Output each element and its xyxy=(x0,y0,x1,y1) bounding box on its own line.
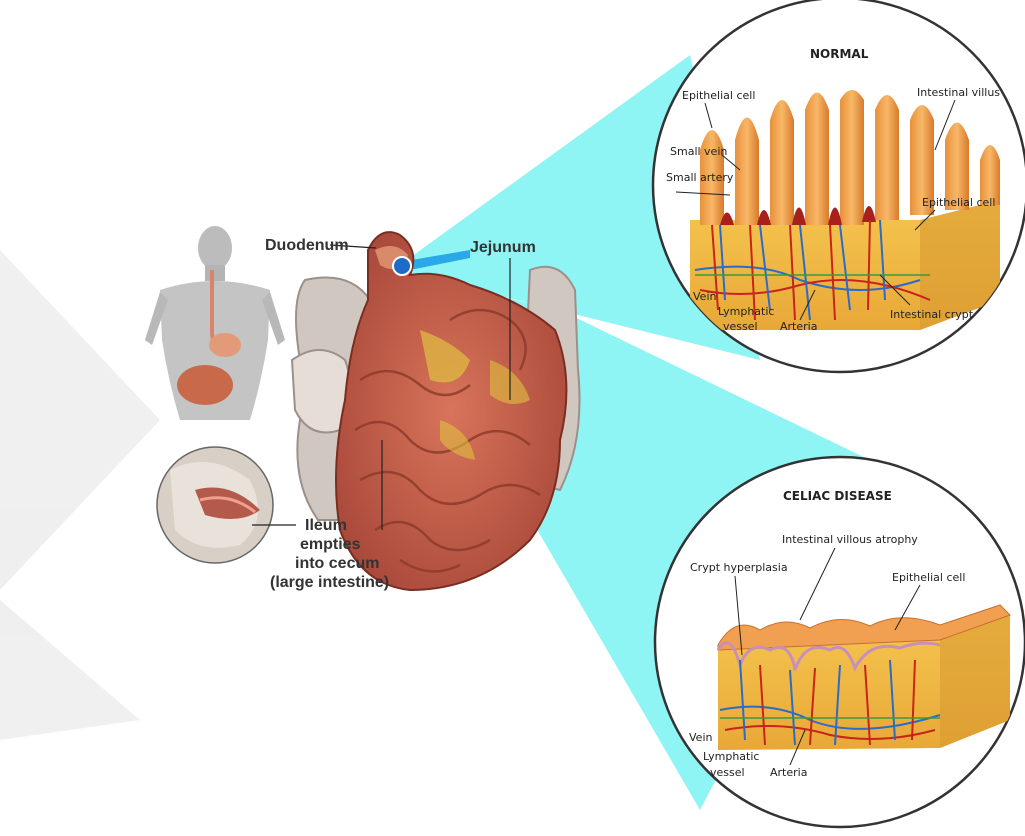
normal-small-vein-label: Small vein xyxy=(670,145,727,158)
normal-crypt-label: Intestinal crypt xyxy=(890,308,974,321)
normal-villus-label: Intestinal villus xyxy=(917,86,1000,99)
celiac-vein-label: Vein xyxy=(689,731,712,744)
normal-epithelial-top-label: Epithelial cell xyxy=(682,89,755,102)
ileum-label-1: Ileum xyxy=(305,517,347,534)
ileum-label-4: (large intestine) xyxy=(270,574,389,591)
normal-villi-panel: NORMAL Epithelial cell Intestinal villus… xyxy=(653,0,1025,372)
celiac-lymphatic-label-1: Lymphatic xyxy=(703,750,759,763)
normal-lymphatic-label-2: vessel xyxy=(723,320,758,333)
normal-lymphatic-label-1: Lymphatic xyxy=(718,305,774,318)
celiac-crypt-label: Crypt hyperplasia xyxy=(690,561,788,574)
normal-arteria-label: Arteria xyxy=(780,320,817,333)
celiac-title: CELIAC DISEASE xyxy=(783,489,892,503)
duodenum-label: Duodenum xyxy=(265,237,349,254)
normal-title: NORMAL xyxy=(810,47,869,61)
celiac-lymphatic-label-2: vessel xyxy=(710,766,745,779)
celiac-arteria-label: Arteria xyxy=(770,766,807,779)
ileum-inset xyxy=(157,447,273,563)
body-silhouette xyxy=(145,226,285,420)
watermark-shape xyxy=(0,250,160,740)
normal-vein-label: Vein xyxy=(693,290,716,303)
ileum-label-3: into cecum xyxy=(295,555,379,572)
celiac-atrophy-label: Intestinal villous atrophy xyxy=(782,533,918,546)
celiac-villi-panel: CELIAC DISEASE Intestinal villous atroph… xyxy=(655,457,1025,827)
jejunum-label: Jejunum xyxy=(470,239,536,256)
normal-small-artery-label: Small artery xyxy=(666,171,734,184)
celiac-epithelial-label: Epithelial cell xyxy=(892,571,965,584)
normal-epithelial-right-label: Epithelial cell xyxy=(922,196,995,209)
ileum-label-2: empties xyxy=(300,536,361,553)
